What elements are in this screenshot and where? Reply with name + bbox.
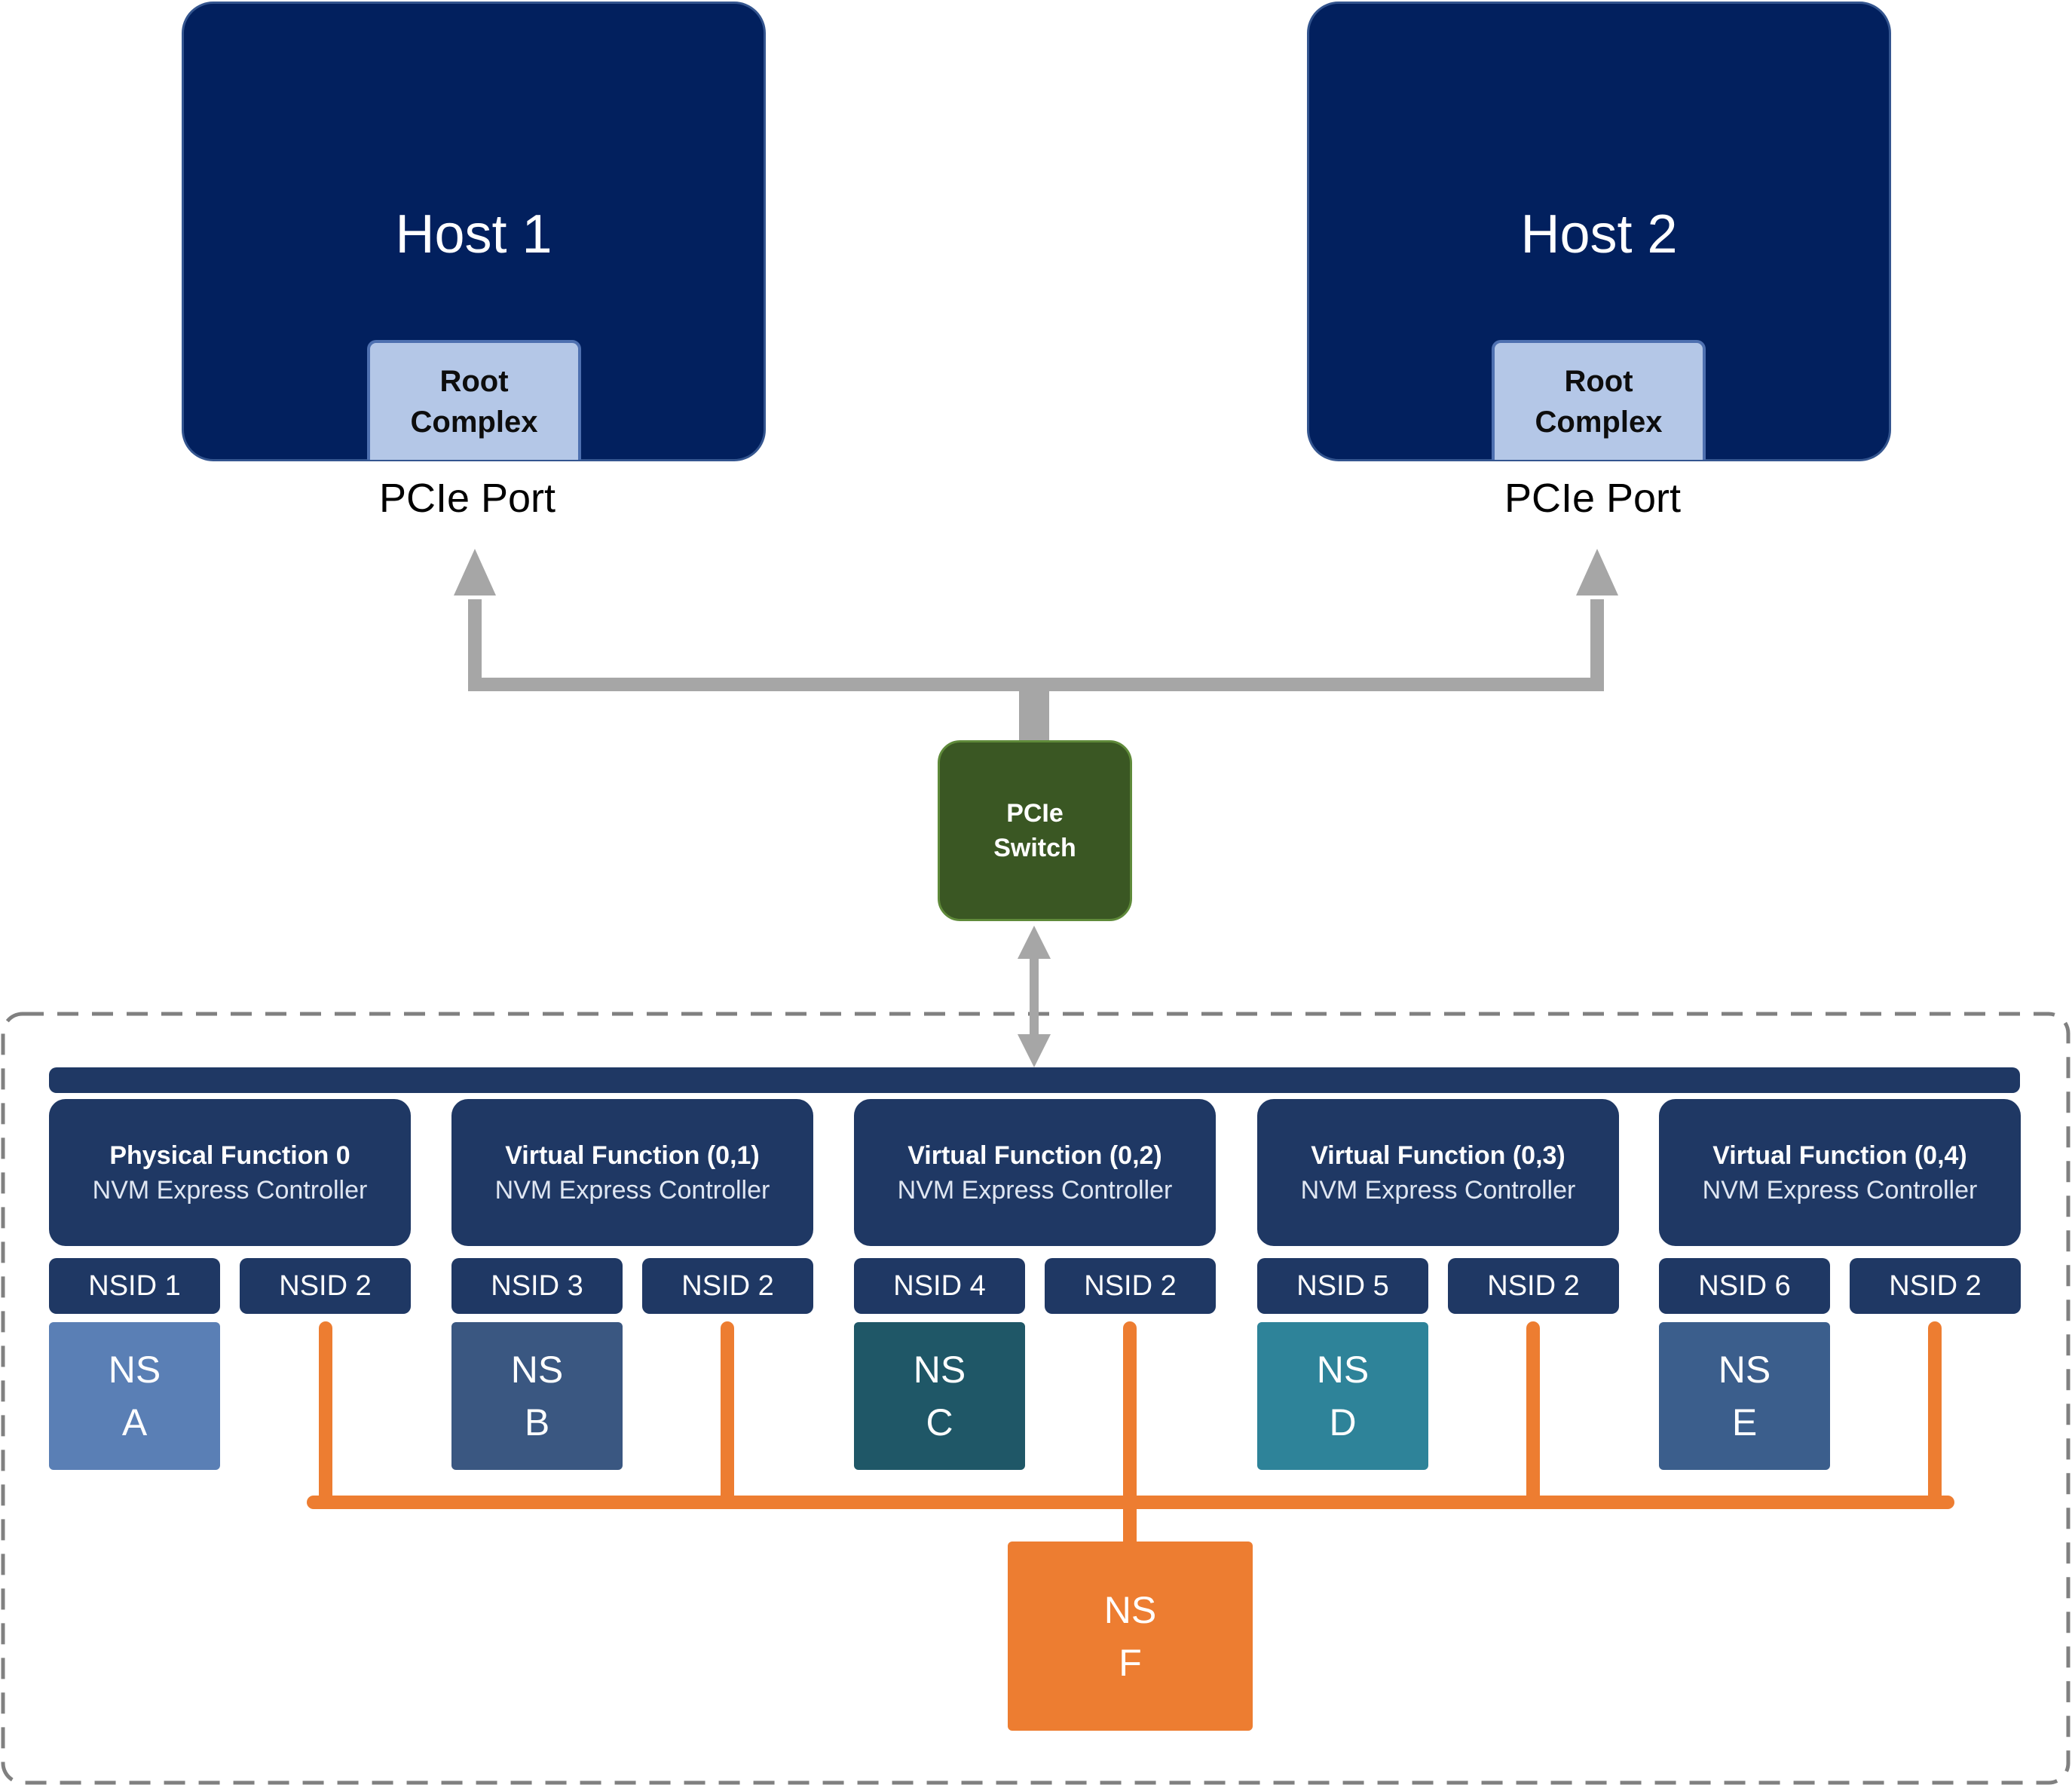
nsid-private: NSID 4 <box>854 1258 1025 1314</box>
controller-type-label: NVM Express Controller <box>92 1175 368 1205</box>
nsid-private: NSID 1 <box>49 1258 220 1314</box>
namespace-letter: C <box>926 1401 953 1444</box>
controller-function-label: Virtual Function (0,1) <box>505 1140 760 1170</box>
nsid-private: NSID 3 <box>451 1258 623 1314</box>
namespace-letter: E <box>1731 1401 1758 1444</box>
controller-virtual-function-0-4: Virtual Function (0,4) NVM Express Contr… <box>1659 1099 2021 1246</box>
host-2-root-complex: Root Complex <box>1492 340 1706 460</box>
namespace-label: NS <box>108 1349 161 1391</box>
host-1-root-complex: Root Complex <box>367 340 581 460</box>
host-2-root-complex-line1: Root <box>1564 364 1633 398</box>
shared-namespace-links <box>307 1321 1954 1552</box>
nsid-shared: NSID 2 <box>1850 1258 2021 1314</box>
nsid-private: NSID 6 <box>1659 1258 1830 1314</box>
controller-virtual-function-0-1: Virtual Function (0,1) NVM Express Contr… <box>451 1099 813 1246</box>
nsid-shared: NSID 2 <box>642 1258 813 1314</box>
namespace-b: NS B <box>451 1322 623 1470</box>
host-2-root-complex-line2: Complex <box>1535 405 1663 439</box>
namespace-letter: A <box>121 1401 148 1444</box>
host-uplink-path <box>468 599 1604 691</box>
pcie-switch-line2: Switch <box>993 834 1076 862</box>
controller-function-label: Virtual Function (0,3) <box>1311 1140 1565 1170</box>
namespace-a: NS A <box>49 1322 220 1470</box>
namespace-c: NS C <box>854 1322 1025 1470</box>
namespace-letter: B <box>524 1401 550 1444</box>
namespace-label: NS <box>1718 1349 1771 1391</box>
shared-namespace-letter: F <box>1119 1641 1142 1684</box>
controller-function-label: Physical Function 0 <box>109 1140 350 1170</box>
controller-type-label: NVM Express Controller <box>1702 1175 1978 1205</box>
switch-uplink-trunk <box>1019 691 1049 741</box>
switch-downlink-arrowhead-bottom <box>1018 1034 1051 1067</box>
arrow-to-host-2 <box>1576 549 1618 595</box>
pcie-switch: PCIe Switch <box>938 740 1132 921</box>
switch-downlink-arrowhead-top <box>1018 926 1051 959</box>
host-1-port-label: PCIe Port <box>378 476 556 521</box>
namespace-label: NS <box>510 1349 564 1391</box>
pcie-switch-line1: PCIe <box>1006 799 1064 828</box>
namespace-letter: D <box>1329 1401 1357 1444</box>
controller-function-label: Virtual Function (0,4) <box>1712 1140 1967 1170</box>
controller-function-label: Virtual Function (0,2) <box>907 1140 1162 1170</box>
controller-type-label: NVM Express Controller <box>897 1175 1173 1205</box>
namespace-label: NS <box>913 1349 966 1391</box>
controller-type-label: NVM Express Controller <box>1300 1175 1576 1205</box>
namespace-d: NS D <box>1257 1322 1428 1470</box>
host-2-port-label: PCIe Port <box>1504 476 1682 521</box>
controller-physical-function-0: Physical Function 0 NVM Express Controll… <box>49 1099 411 1246</box>
host-1-root-complex-line2: Complex <box>410 405 538 439</box>
host-2-title: Host 2 <box>1520 204 1678 265</box>
nsid-shared: NSID 2 <box>240 1258 411 1314</box>
controller-virtual-function-0-3: Virtual Function (0,3) NVM Express Contr… <box>1257 1099 1619 1246</box>
shared-namespace-f: NS F <box>1008 1542 1253 1731</box>
shared-namespace-label: NS <box>1103 1588 1157 1631</box>
nsid-private: NSID 5 <box>1257 1258 1428 1314</box>
nsid-shared: NSID 2 <box>1448 1258 1619 1314</box>
namespace-e: NS E <box>1659 1322 1830 1470</box>
host-1-title: Host 1 <box>395 204 552 265</box>
arrow-to-host-1 <box>454 549 496 595</box>
controller-type-label: NVM Express Controller <box>494 1175 770 1205</box>
controller-virtual-function-0-2: Virtual Function (0,2) NVM Express Contr… <box>854 1099 1216 1246</box>
host-1-root-complex-line1: Root <box>439 364 509 398</box>
nsid-shared: NSID 2 <box>1045 1258 1216 1314</box>
controller-bus <box>49 1067 2020 1093</box>
namespace-label: NS <box>1316 1349 1370 1391</box>
